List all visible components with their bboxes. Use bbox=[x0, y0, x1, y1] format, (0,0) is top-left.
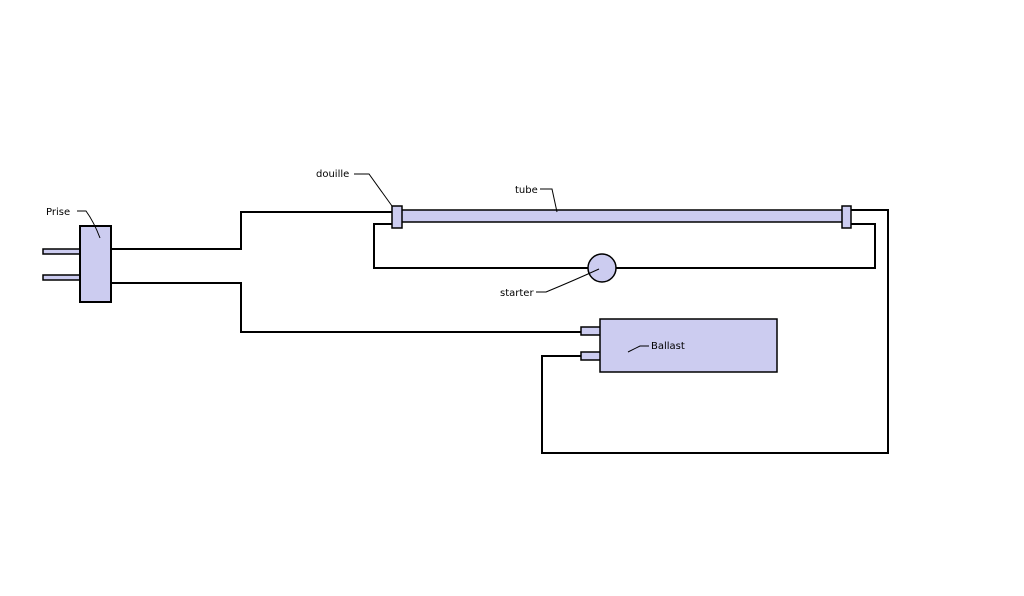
leader-ballast bbox=[627, 345, 649, 353]
plug bbox=[42, 225, 112, 303]
starter bbox=[587, 253, 617, 283]
wire-return-loop bbox=[541, 209, 889, 454]
label-ballast: Ballast bbox=[651, 341, 685, 352]
wire-starter-loop bbox=[373, 223, 876, 269]
label-starter: starter bbox=[500, 288, 534, 299]
leaders bbox=[77, 173, 649, 353]
ballast-terminal-bottom bbox=[580, 351, 602, 361]
socket-left bbox=[391, 205, 403, 229]
socket-right bbox=[841, 205, 852, 229]
label-prise: Prise bbox=[46, 207, 70, 218]
label-tube: tube bbox=[515, 185, 538, 196]
wire-plug-to-socket bbox=[111, 211, 393, 250]
ballast bbox=[580, 318, 778, 373]
ballast-terminal-top bbox=[580, 326, 602, 336]
plug-pin-bottom bbox=[42, 274, 82, 281]
label-douille: douille bbox=[316, 169, 349, 180]
ballast-body bbox=[599, 318, 778, 373]
tube bbox=[391, 205, 852, 229]
plug-body bbox=[79, 225, 112, 303]
leader-starter bbox=[536, 268, 600, 293]
leader-douille bbox=[354, 173, 393, 207]
wire-plug-to-ballast bbox=[111, 282, 581, 333]
plug-pin-top bbox=[42, 248, 82, 255]
leader-prise bbox=[77, 210, 101, 239]
wires bbox=[111, 209, 889, 454]
leader-tube bbox=[540, 188, 558, 213]
tube-body bbox=[399, 209, 844, 223]
